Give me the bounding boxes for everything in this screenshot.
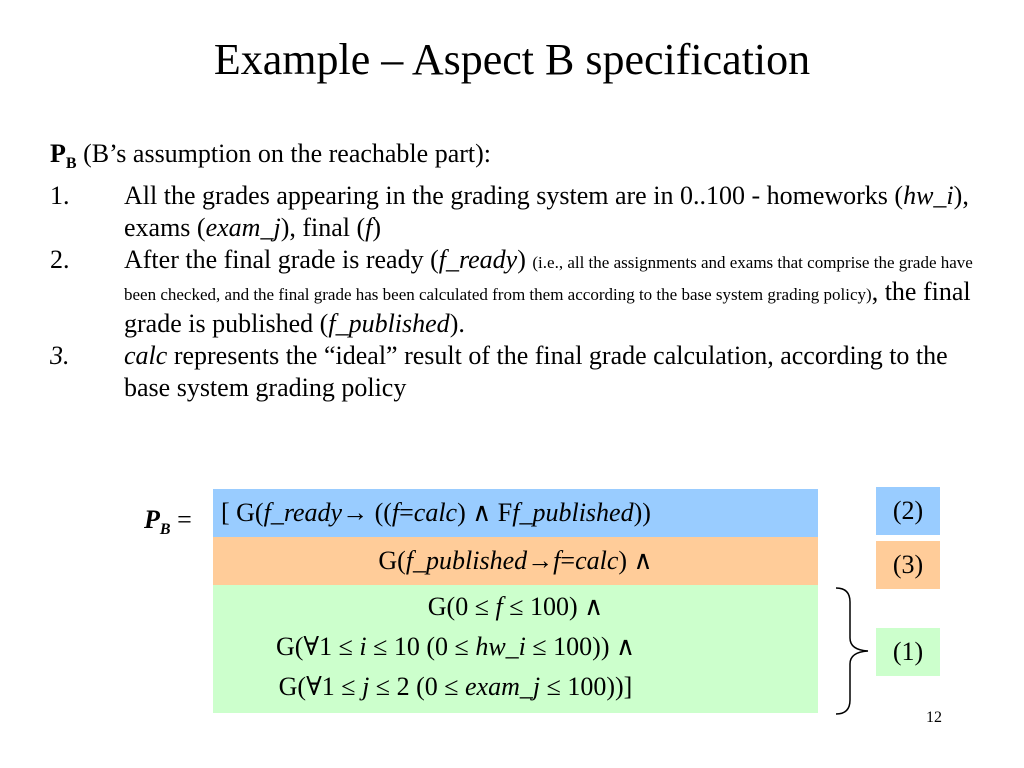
formula-line-homework-range: G(∀1 ≤ i ≤ 10 (0 ≤ hw_i ≤ 100)) ∧ (275, 632, 636, 661)
formula-line-final-range: G(0 ≤ f ≤ 100) ∧ (427, 592, 604, 621)
slide-title: Example – Aspect B specification (213, 35, 811, 84)
item-number: 1. (50, 181, 70, 211)
formula-row-blue: [ G(f_ready → ((f = calc) ∧ F f_publishe… (213, 489, 818, 537)
list-item-2: 2. After the final grade is ready (f_rea… (50, 245, 973, 339)
item-number: 3. (50, 341, 70, 371)
intro-line: PB (B’s assumption on the reachable part… (50, 139, 492, 173)
slide-body: PB (B’s assumption on the reachable part… (50, 138, 980, 404)
tag-1: (1) (876, 628, 940, 676)
list-item-3: 3. calc represents the “ideal” result of… (50, 341, 948, 403)
formula-line-exam-range: G(∀1 ≤ j ≤ 2 (0 ≤ exam_j ≤ 100))] (278, 672, 633, 701)
formula-block-green: G(0 ≤ f ≤ 100) ∧ G(∀1 ≤ i ≤ 10 (0 ≤ hw_i… (213, 585, 818, 713)
item-number: 2. (50, 245, 70, 275)
page-number: 12 (926, 709, 942, 726)
list-item-1: 1. All the grades appearing in the gradi… (50, 181, 969, 243)
tag-2: (2) (876, 487, 940, 535)
tag-3: (3) (876, 541, 940, 589)
curly-brace-icon (835, 587, 869, 715)
parenthetical-note: (i.e., all the assignments and exams tha… (124, 253, 973, 305)
pb-symbol: PB (50, 139, 77, 173)
formula-label: PB = (144, 505, 192, 539)
formula-row-orange: G(f_published →f = calc) ∧ (213, 537, 818, 585)
